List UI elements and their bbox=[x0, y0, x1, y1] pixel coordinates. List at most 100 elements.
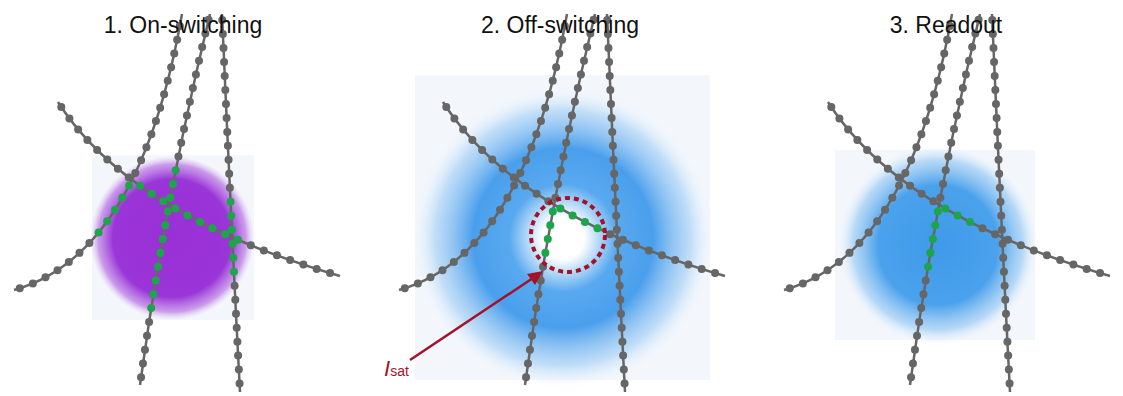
marker bbox=[220, 58, 228, 66]
marker bbox=[865, 228, 873, 236]
marker bbox=[499, 165, 507, 173]
marker bbox=[926, 104, 934, 112]
panel-title: 1. On-switching bbox=[104, 12, 263, 39]
marker bbox=[226, 184, 234, 192]
fiber bbox=[910, 14, 980, 385]
marker bbox=[577, 70, 585, 78]
marker bbox=[74, 125, 82, 133]
marker bbox=[913, 332, 921, 340]
off-switching-beam bbox=[413, 88, 713, 388]
marker bbox=[164, 77, 172, 85]
marker bbox=[616, 296, 624, 304]
marker bbox=[959, 84, 967, 92]
marker bbox=[219, 44, 227, 52]
marker bbox=[583, 43, 591, 51]
marker bbox=[503, 194, 511, 202]
marker bbox=[273, 251, 281, 259]
marker bbox=[552, 63, 560, 71]
marker bbox=[965, 57, 973, 65]
marker bbox=[183, 111, 191, 119]
active-marker bbox=[166, 194, 174, 202]
active-marker bbox=[184, 211, 192, 219]
marker bbox=[1001, 296, 1009, 304]
active-marker bbox=[164, 208, 172, 216]
active-marker bbox=[147, 304, 155, 312]
marker bbox=[1005, 366, 1013, 374]
marker bbox=[606, 86, 614, 94]
panel-title: 3. Readout bbox=[890, 12, 1003, 39]
marker bbox=[414, 279, 422, 287]
marker bbox=[195, 57, 203, 65]
marker bbox=[557, 166, 565, 174]
marker bbox=[549, 77, 557, 85]
marker bbox=[608, 114, 616, 122]
active-marker bbox=[934, 208, 942, 216]
active-marker bbox=[149, 290, 157, 298]
marker bbox=[545, 90, 553, 98]
readout-beam bbox=[838, 145, 1038, 345]
marker bbox=[940, 50, 948, 58]
marker bbox=[632, 241, 640, 249]
active-marker bbox=[593, 224, 601, 232]
marker bbox=[605, 58, 613, 66]
fiber bbox=[140, 14, 210, 385]
marker bbox=[612, 198, 620, 206]
marker bbox=[438, 266, 446, 274]
marker bbox=[956, 98, 964, 106]
marker bbox=[606, 72, 614, 80]
marker bbox=[192, 70, 200, 78]
active-marker bbox=[136, 182, 144, 190]
active-marker bbox=[966, 218, 974, 226]
fiber bbox=[399, 14, 567, 290]
marker bbox=[888, 194, 896, 202]
marker bbox=[617, 310, 625, 318]
active-marker bbox=[156, 249, 164, 257]
marker bbox=[613, 226, 621, 234]
active-marker bbox=[196, 218, 204, 226]
saturation-circle bbox=[531, 198, 605, 272]
marker bbox=[917, 304, 925, 312]
marker bbox=[942, 166, 950, 174]
leader-arrow bbox=[410, 278, 533, 360]
marker bbox=[234, 352, 242, 360]
marker bbox=[488, 156, 496, 164]
marker bbox=[786, 284, 794, 292]
marker bbox=[236, 380, 244, 388]
marker bbox=[811, 273, 819, 281]
active-marker bbox=[161, 221, 169, 229]
marker bbox=[460, 249, 468, 257]
marker bbox=[198, 43, 206, 51]
active-marker bbox=[103, 217, 111, 225]
marker bbox=[912, 143, 920, 151]
marker bbox=[85, 239, 93, 247]
active-marker bbox=[171, 205, 179, 213]
marker bbox=[993, 114, 1001, 122]
active-marker bbox=[549, 208, 557, 216]
marker bbox=[919, 290, 927, 298]
active-marker bbox=[208, 224, 216, 232]
marker bbox=[580, 57, 588, 65]
marker bbox=[541, 104, 549, 112]
marker bbox=[610, 156, 618, 164]
marker bbox=[189, 84, 197, 92]
marker bbox=[827, 103, 835, 111]
marker bbox=[930, 90, 938, 98]
active-marker bbox=[544, 235, 552, 243]
marker bbox=[480, 228, 488, 236]
marker bbox=[170, 50, 178, 58]
marker bbox=[855, 239, 863, 247]
marker bbox=[141, 346, 149, 354]
marker bbox=[991, 230, 999, 238]
active-marker bbox=[95, 228, 103, 236]
marker bbox=[450, 114, 458, 122]
marker bbox=[997, 198, 1005, 206]
marker bbox=[917, 130, 925, 138]
marker bbox=[562, 139, 570, 147]
marker bbox=[618, 338, 626, 346]
marker bbox=[223, 128, 231, 136]
marker bbox=[989, 44, 997, 52]
marker bbox=[510, 182, 518, 190]
marker bbox=[442, 103, 450, 111]
marker bbox=[620, 366, 628, 374]
marker bbox=[160, 90, 168, 98]
